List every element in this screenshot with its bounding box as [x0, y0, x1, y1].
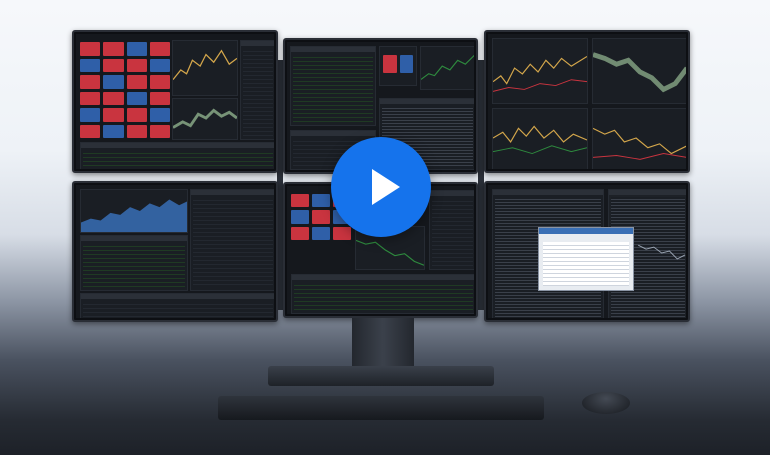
price-tile[interactable] [103, 75, 124, 89]
price-tile[interactable] [126, 75, 147, 89]
price-tile[interactable] [149, 124, 170, 138]
price-tile[interactable] [103, 124, 124, 138]
price-tile[interactable] [291, 210, 309, 224]
price-tile[interactable] [103, 58, 124, 72]
portfolio-pane [80, 235, 188, 291]
chart-pane [420, 46, 474, 90]
monitor-stand [352, 318, 414, 370]
monitor-top-middle [283, 38, 478, 174]
price-tile[interactable] [126, 108, 147, 122]
market-depth-pane [190, 189, 274, 291]
screen-top-right [488, 34, 686, 169]
price-tile[interactable] [291, 226, 309, 240]
order-ticket-pane [379, 46, 417, 86]
trades-table-pane [291, 274, 474, 314]
price-tile[interactable] [80, 91, 101, 105]
chart-pane [492, 108, 588, 169]
quotes-table-pane [290, 46, 376, 126]
price-tile[interactable] [312, 194, 330, 208]
positions-pane [290, 130, 376, 170]
screen-top-middle [287, 42, 474, 170]
price-tile[interactable] [80, 75, 101, 89]
chart-pane [592, 38, 686, 104]
play-icon [372, 169, 400, 205]
chart-pane [172, 40, 238, 96]
price-tile[interactable] [291, 194, 309, 208]
price-tile[interactable] [149, 91, 170, 105]
monitor-bottom-left [72, 181, 278, 322]
price-tile[interactable] [80, 58, 101, 72]
price-tile[interactable] [80, 42, 101, 56]
screen-top-left [76, 34, 274, 169]
monitor-bottom-right [484, 181, 690, 322]
price-tile[interactable] [126, 42, 147, 56]
screen-bottom-middle [287, 186, 474, 314]
price-tile[interactable] [103, 91, 124, 105]
price-tile[interactable] [103, 42, 124, 56]
price-tile[interactable] [149, 108, 170, 122]
keyboard [218, 396, 544, 420]
price-tile[interactable] [80, 108, 101, 122]
popup-window[interactable] [538, 227, 634, 291]
watchlist-pane [240, 40, 274, 140]
price-tile[interactable] [126, 58, 147, 72]
price-tile[interactable] [103, 108, 124, 122]
mount-bar-right [478, 60, 484, 310]
price-tile[interactable] [312, 226, 330, 240]
area-chart-pane [80, 189, 188, 233]
chart-pane [172, 98, 238, 140]
monitor-top-left [72, 30, 278, 173]
mount-bar-left [277, 60, 283, 310]
price-tile[interactable] [126, 124, 147, 138]
chart-pane [492, 38, 588, 104]
price-tile[interactable] [149, 58, 170, 72]
price-tile[interactable] [126, 91, 147, 105]
price-tile[interactable] [149, 42, 170, 56]
price-tile[interactable] [80, 124, 101, 138]
monitor-top-right [484, 30, 690, 173]
chart-pane [592, 108, 686, 169]
price-tile[interactable] [312, 210, 330, 224]
stand-base [268, 366, 494, 386]
computer-mouse [582, 392, 630, 414]
screen-bottom-left [76, 185, 274, 318]
price-tile[interactable] [149, 75, 170, 89]
watchlist-pane [429, 190, 474, 270]
blotter-pane [80, 142, 274, 169]
price-tiles-grid [80, 42, 170, 138]
screen-bottom-right [488, 185, 686, 318]
orders-pane [80, 293, 274, 318]
price-tile[interactable] [333, 226, 351, 240]
play-video-button[interactable] [331, 137, 431, 237]
